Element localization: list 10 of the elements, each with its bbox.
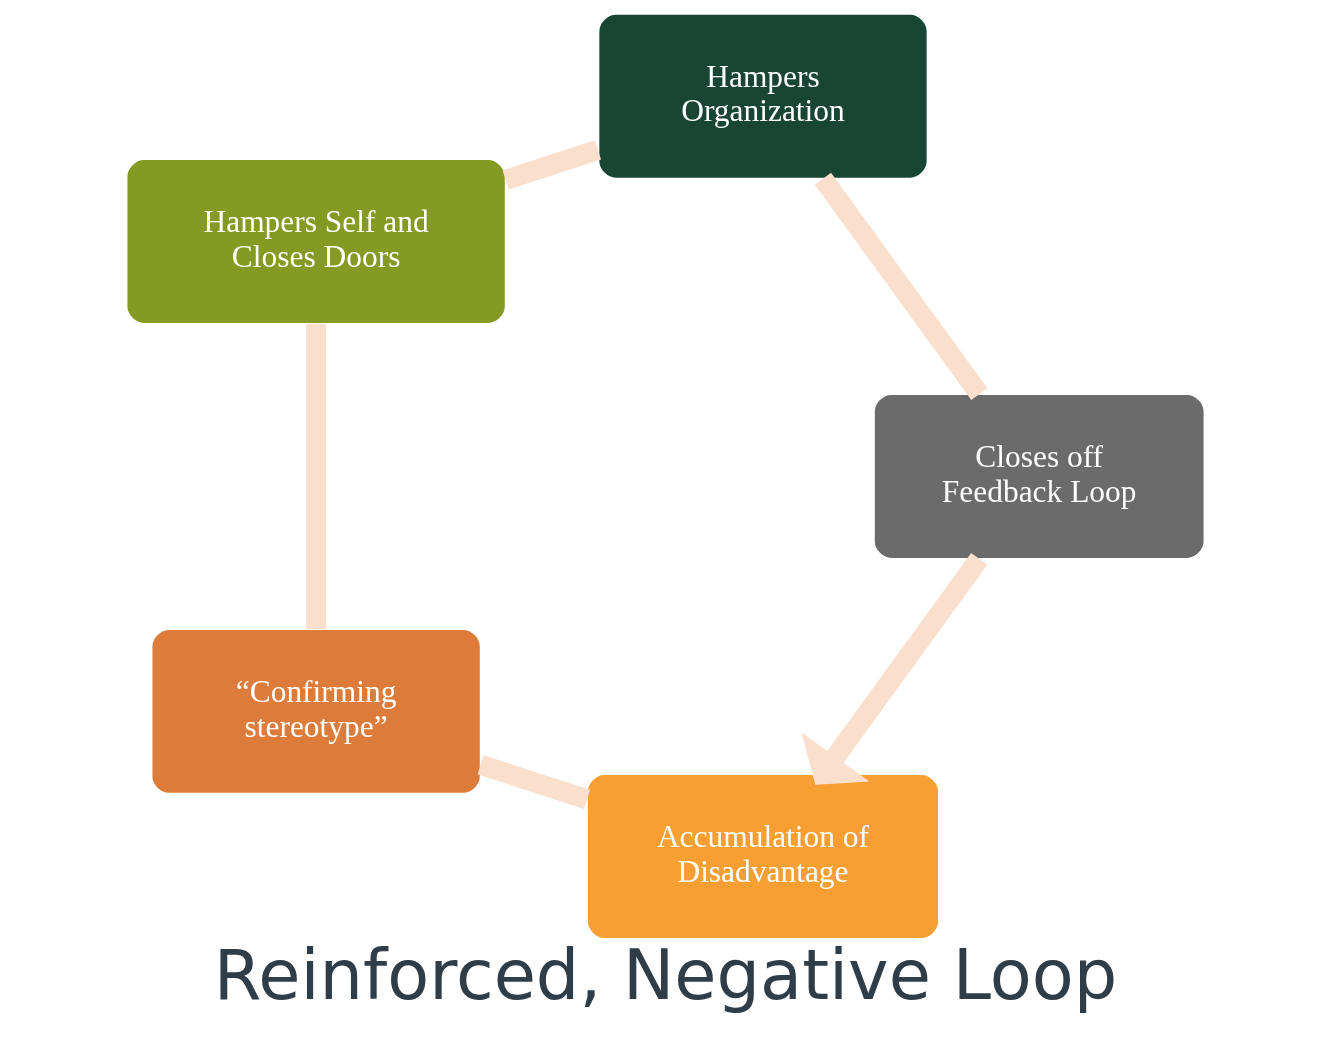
connector bbox=[306, 323, 327, 629]
node-box: Accumulation of Disadvantage bbox=[586, 773, 940, 940]
arrow bbox=[801, 553, 988, 785]
node-box: Closes off Feedback Loop bbox=[873, 393, 1205, 560]
node-box: Hampers Self and Closes Doors bbox=[126, 158, 507, 325]
connector bbox=[502, 140, 602, 190]
connector bbox=[477, 755, 591, 809]
connector bbox=[814, 172, 988, 400]
node-box: “Confirming stereotype” bbox=[151, 628, 482, 795]
node-box: Hampers Organization bbox=[597, 13, 929, 180]
